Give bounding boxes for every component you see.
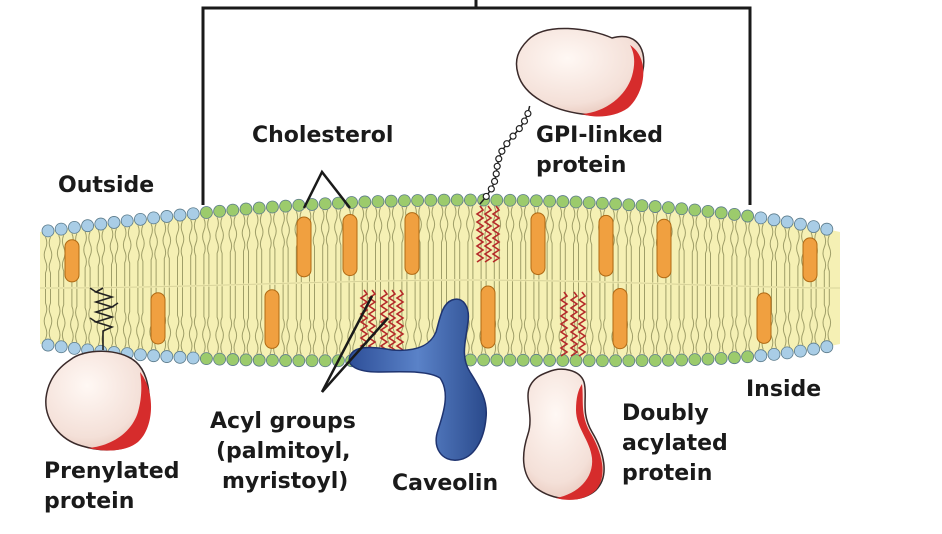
membrane-bilayer <box>40 193 840 368</box>
acyl-chains <box>359 205 587 357</box>
gpi-linked-protein <box>515 27 645 117</box>
doubly-label-line1: Doubly <box>622 401 709 426</box>
prenylated-label-line1: Prenylated <box>44 459 179 484</box>
gpi-anchor <box>479 105 532 205</box>
caveolin-label: Caveolin <box>392 471 498 496</box>
acyl-label-line2: (palmitoyl, <box>216 439 351 464</box>
gpi-label-line2: protein <box>536 153 626 178</box>
raft-bracket <box>201 0 752 205</box>
doubly-label-line3: protein <box>622 461 712 486</box>
acyl-pointer-1 <box>320 295 374 393</box>
acyl-label-line1: Acyl groups <box>210 409 356 434</box>
prenylated-label-line2: protein <box>44 489 134 514</box>
cholesterol-pointer <box>302 169 351 209</box>
inside-label: Inside <box>746 377 821 402</box>
caveolin <box>348 298 488 461</box>
prenylated-anchor <box>89 287 119 350</box>
prenylated-protein <box>45 350 152 451</box>
cholesterol-molecules <box>64 212 818 350</box>
outside-label: Outside <box>58 173 154 198</box>
acyl-label-line3: myristoyl) <box>222 469 348 494</box>
doubly-acylated-protein <box>522 368 605 500</box>
doubly-label-line2: acylated <box>622 431 728 456</box>
acyl-pointer-2 <box>321 317 389 393</box>
gpi-label-line1: GPI-linked <box>536 123 663 148</box>
cholesterol-label: Cholesterol <box>252 123 393 148</box>
labels: Outside Inside Cholesterol GPI-linked pr… <box>44 123 821 514</box>
label-pointers <box>302 169 389 393</box>
